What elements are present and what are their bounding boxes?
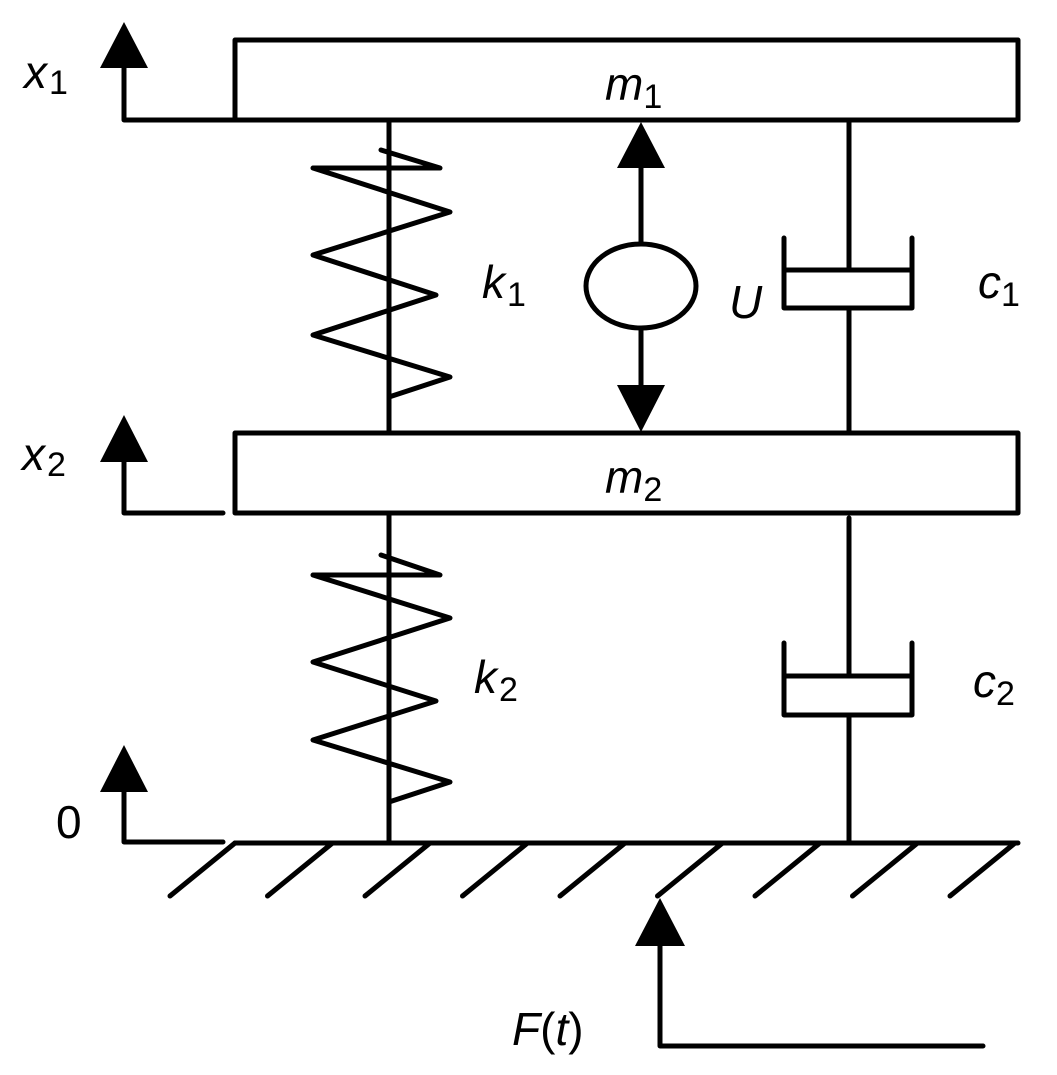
mass-2-block xyxy=(232,430,1021,516)
force-f-arrow xyxy=(635,898,986,1049)
hatch-line xyxy=(362,840,433,899)
spring-k1-label: k1 xyxy=(482,256,526,314)
hatch-line xyxy=(655,840,725,899)
mass-1-label: m1 xyxy=(605,58,662,116)
x2-label: x2 xyxy=(20,428,66,484)
ground-reference-label: 0 xyxy=(56,796,82,848)
hatch-line xyxy=(557,840,628,899)
actuator-u xyxy=(583,122,699,432)
hatch-line xyxy=(947,840,1018,899)
ground xyxy=(167,840,1021,899)
x1-label: x1 xyxy=(22,46,68,102)
spring-k1 xyxy=(310,117,453,436)
damper-c1-label: c1 xyxy=(978,256,1020,314)
actuator-u-label: U xyxy=(729,276,763,328)
hatch-line xyxy=(460,840,530,899)
damper-c2 xyxy=(781,515,915,845)
force-f-label: F(t) xyxy=(512,1003,584,1055)
x2-displacement-arrow xyxy=(100,415,226,516)
damper-c2-label: c2 xyxy=(973,655,1015,713)
ground-hatching xyxy=(167,840,1018,899)
hatch-line xyxy=(752,840,823,899)
mass-2-label: m2 xyxy=(605,451,662,509)
spring-k2 xyxy=(310,510,453,845)
damper-c1 xyxy=(781,117,915,436)
mass-1-block xyxy=(232,37,1021,123)
x1-displacement-arrow xyxy=(100,22,238,123)
hatch-line xyxy=(265,840,335,899)
hatch-line xyxy=(167,840,238,899)
hatch-line xyxy=(850,840,920,899)
ground-reference-arrow xyxy=(100,745,226,845)
spring-k2-label: k2 xyxy=(474,651,518,709)
